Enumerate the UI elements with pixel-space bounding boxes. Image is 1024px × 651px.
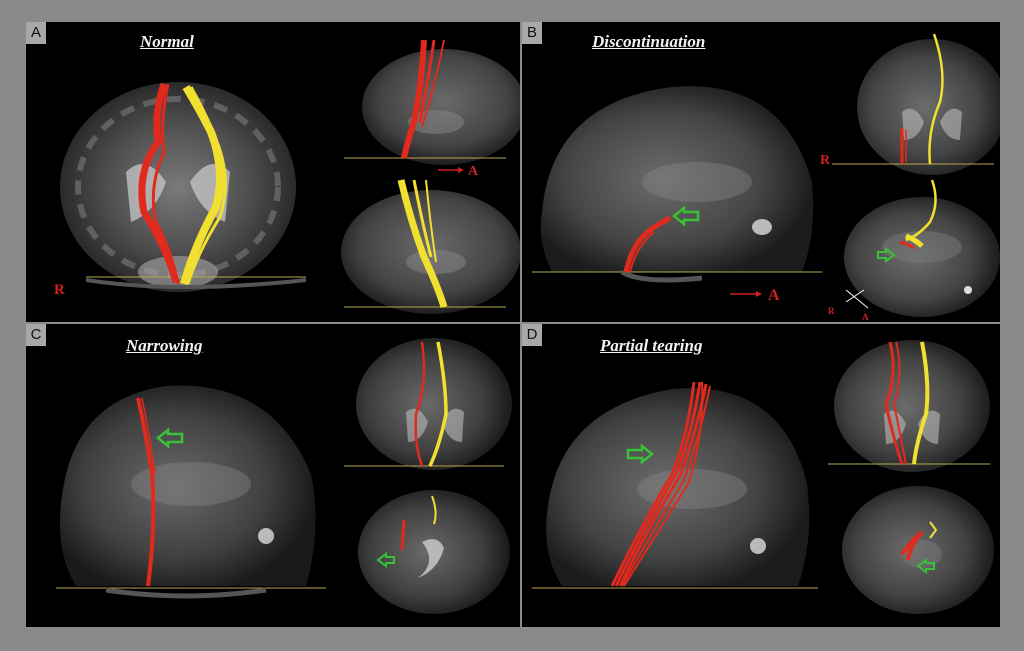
orientation-axes-icon: [845, 289, 869, 309]
green-arrow-icon: [626, 443, 655, 465]
green-arrow-icon: [671, 205, 700, 227]
panel-c-letter: C: [26, 324, 46, 346]
panel-c-images: [56, 338, 512, 614]
green-arrow-small-icon: [916, 558, 935, 574]
sagittal-brain-image: [532, 86, 822, 283]
panel-b-letter: B: [522, 22, 542, 44]
anterior-arrow-icon: [438, 167, 464, 173]
axial-brain-small: [842, 486, 994, 614]
anterior-arrow-icon: [730, 291, 762, 297]
sagittal-brain-red: [344, 39, 520, 165]
right-axis-label: R: [828, 306, 835, 316]
coronal-brain-image: [60, 82, 307, 292]
right-label: R: [54, 282, 65, 298]
panel-d: D Partial tearing: [522, 324, 1000, 627]
panel-d-letter: D: [522, 324, 542, 346]
panel-b-images: A R: [532, 33, 1000, 322]
panel-a-title: Normal: [140, 32, 194, 51]
panel-a: A R A Normal: [26, 22, 520, 322]
panel-c-title: Narrowing: [126, 336, 203, 355]
anterior-axis-label: A: [862, 312, 869, 322]
sagittal-brain-yellow: [341, 179, 520, 314]
panel-d-title: Partial tearing: [600, 336, 703, 355]
panel-a-letter: A: [26, 22, 46, 44]
right-label: R: [820, 153, 831, 168]
coronal-brain-small: [832, 33, 1000, 175]
sagittal-brain-image: [532, 388, 818, 589]
panel-d-images: [532, 340, 994, 614]
axial-brain-small: [358, 490, 510, 614]
panel-a-images: A R: [54, 39, 520, 314]
panel-b: A R: [522, 22, 1000, 322]
panel-b-title: Discontinuation: [592, 32, 706, 51]
green-arrow-small-icon: [877, 247, 896, 263]
green-arrow-small-icon: [376, 552, 395, 568]
panel-c: C Narrowing: [26, 324, 520, 627]
oblique-brain-small: [844, 179, 1000, 317]
coronal-brain-small: [828, 340, 990, 472]
green-arrow-icon: [155, 427, 184, 449]
coronal-brain-small: [344, 338, 512, 470]
red-tract-fan: [610, 381, 711, 587]
anterior-label: A: [468, 164, 479, 179]
sagittal-brain-image: [56, 385, 326, 599]
anterior-label: A: [768, 287, 780, 304]
